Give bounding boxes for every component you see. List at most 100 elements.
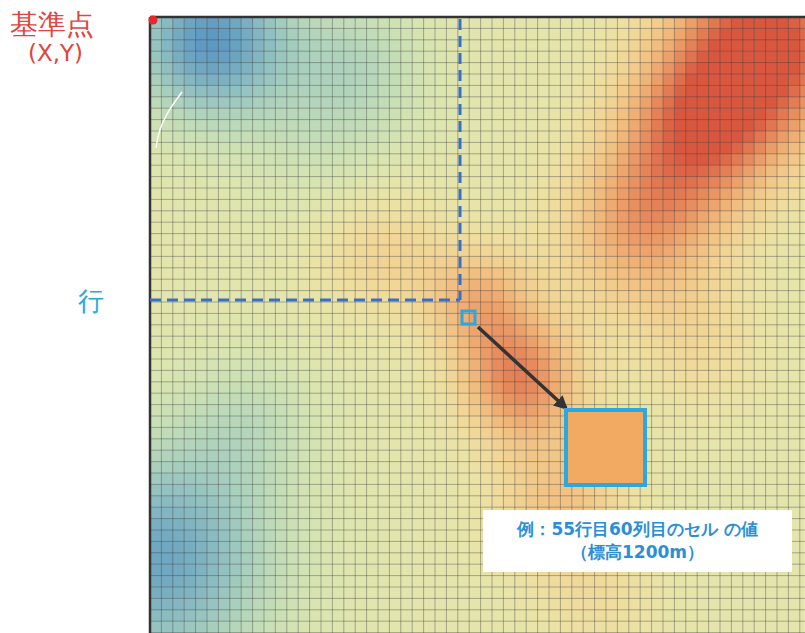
raster-cell <box>640 256 652 268</box>
raster-cell <box>401 348 413 360</box>
raster-cell <box>720 131 732 143</box>
raster-cell <box>230 51 242 63</box>
raster-cell <box>298 302 310 314</box>
raster-cell <box>652 211 664 223</box>
raster-cell <box>572 108 584 120</box>
raster-cell <box>184 74 196 86</box>
raster-cell <box>652 51 664 63</box>
raster-cell <box>310 131 322 143</box>
raster-cell <box>583 177 595 189</box>
raster-cell <box>549 131 561 143</box>
raster-cell <box>332 131 344 143</box>
raster-cell <box>766 313 778 325</box>
raster-cell <box>161 211 173 223</box>
raster-cell <box>572 17 584 29</box>
raster-cell <box>492 131 504 143</box>
raster-cell <box>743 51 755 63</box>
raster-cell <box>709 51 721 63</box>
raster-cell <box>777 245 789 257</box>
raster-cell <box>424 165 436 177</box>
raster-cell <box>207 40 219 52</box>
raster-cell <box>606 177 618 189</box>
raster-cell <box>150 211 162 223</box>
raster-cell <box>560 199 572 211</box>
raster-cell <box>184 63 196 75</box>
raster-cell <box>378 370 390 382</box>
raster-cell <box>617 177 629 189</box>
raster-cell <box>697 177 709 189</box>
raster-cell <box>549 108 561 120</box>
raster-cell <box>697 28 709 40</box>
raster-cell <box>241 120 253 132</box>
raster-cell <box>230 188 242 200</box>
raster-cell <box>652 393 664 405</box>
raster-cell <box>743 74 755 86</box>
raster-cell <box>629 382 641 394</box>
raster-cell <box>538 17 550 29</box>
raster-cell <box>264 165 276 177</box>
raster-cell <box>492 222 504 234</box>
raster-cell <box>310 325 322 337</box>
raster-cell <box>287 370 299 382</box>
raster-cell <box>196 234 208 246</box>
raster-cell <box>424 97 436 109</box>
raster-cell <box>435 51 447 63</box>
raster-cell <box>492 199 504 211</box>
raster-cell <box>412 188 424 200</box>
raster-cell <box>310 302 322 314</box>
raster-cell <box>253 28 265 40</box>
raster-cell <box>332 279 344 291</box>
raster-cell <box>788 142 800 154</box>
raster-cell <box>560 120 572 132</box>
raster-cell <box>401 222 413 234</box>
raster-cell <box>754 97 766 109</box>
raster-cell <box>560 302 572 314</box>
raster-cells <box>150 17 805 633</box>
raster-cell <box>572 359 584 371</box>
raster-cell <box>310 268 322 280</box>
raster-cell <box>378 63 390 75</box>
raster-cell <box>230 120 242 132</box>
raster-cell <box>617 63 629 75</box>
raster-cell <box>207 405 219 417</box>
raster-cell <box>629 74 641 86</box>
raster-cell <box>287 234 299 246</box>
raster-cell <box>606 74 618 86</box>
raster-cell <box>287 279 299 291</box>
raster-cell <box>150 85 162 97</box>
raster-cell <box>241 336 253 348</box>
raster-cell <box>310 234 322 246</box>
raster-cell <box>549 17 561 29</box>
raster-cell <box>743 256 755 268</box>
raster-cell <box>344 211 356 223</box>
raster-cell <box>435 85 447 97</box>
raster-cell <box>378 256 390 268</box>
raster-cell <box>446 120 458 132</box>
raster-cell <box>503 279 515 291</box>
raster-cell <box>332 268 344 280</box>
raster-cell <box>196 74 208 86</box>
raster-cell <box>515 234 527 246</box>
raster-cell <box>686 40 698 52</box>
raster-cell <box>481 165 493 177</box>
raster-cell <box>515 291 527 303</box>
raster-cell <box>310 370 322 382</box>
raster-cell <box>435 370 447 382</box>
raster-cell <box>492 325 504 337</box>
raster-cell <box>412 313 424 325</box>
raster-cell <box>731 393 743 405</box>
raster-cell <box>709 359 721 371</box>
raster-cell <box>663 17 675 29</box>
raster-cell <box>754 348 766 360</box>
raster-cell <box>150 313 162 325</box>
raster-cell <box>412 63 424 75</box>
raster-cell <box>184 222 196 234</box>
raster-cell <box>367 234 379 246</box>
raster-cell <box>515 313 527 325</box>
raster-cell <box>720 142 732 154</box>
raster-cell <box>401 393 413 405</box>
raster-cell <box>321 348 333 360</box>
raster-cell <box>310 382 322 394</box>
raster-cell <box>720 177 732 189</box>
raster-cell <box>492 370 504 382</box>
